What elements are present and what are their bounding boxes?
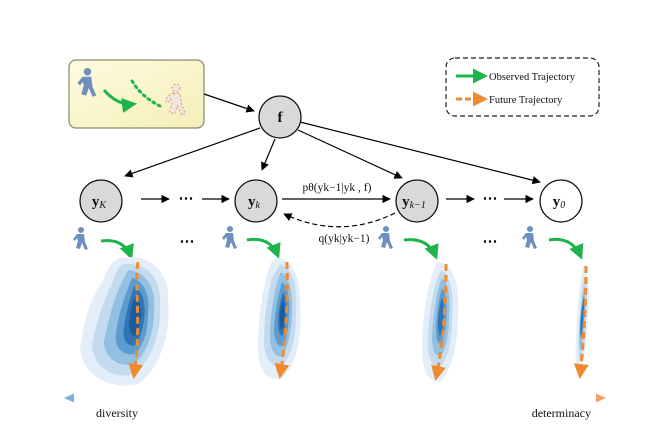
axis-left-label: diversity: [96, 406, 138, 420]
legend-box: [445, 57, 600, 117]
f-to-yk-arrow: [261, 138, 276, 171]
chain-ellipsis-1: ⋯: [179, 191, 194, 207]
node-yK-label: yK: [92, 194, 108, 211]
node-y0-label: y0: [553, 194, 566, 211]
person-icon-4: [522, 226, 537, 249]
row-ellipsis-1: ⋯: [180, 234, 195, 250]
legend-future-label: Future Trajectory: [489, 95, 563, 106]
f-to-y0-arrow: [299, 121, 541, 185]
context-observed-arrow-icon: [102, 88, 137, 113]
node-f: [258, 95, 302, 139]
axis-right-label: determinacy: [532, 406, 591, 420]
person-icon-1: [73, 227, 88, 250]
node-yk1-label: yk−1: [402, 194, 426, 211]
row-ellipsis-2: ⋯: [483, 234, 498, 250]
node-yK: [79, 179, 123, 223]
density-plot-4: [573, 264, 590, 379]
observed-arrow-1: [100, 239, 134, 260]
context-to-f-arrow: [203, 93, 255, 113]
f-to-yK-arrow: [124, 127, 261, 178]
f-to-yk1-arrow: [297, 129, 403, 179]
node-yk1: [395, 179, 439, 223]
node-y0: [539, 179, 583, 223]
backward-transition-label: q(yk|yk−1): [319, 233, 370, 245]
person-icon-2: [222, 226, 237, 249]
node-yk-label: yk: [248, 194, 261, 211]
node-yk: [234, 179, 278, 223]
axis-right-arrowhead-icon: [596, 393, 606, 403]
node-f-label: f: [278, 110, 284, 126]
forward-transition-label: pθ(yk−1|yk , f): [303, 182, 372, 194]
density-plot-1: [80, 257, 169, 386]
observed-arrow-3: [403, 238, 439, 260]
observed-arrow-2: [246, 237, 281, 259]
density-plot-2: [258, 258, 301, 379]
chain-ellipsis-2: ⋯: [483, 191, 498, 207]
legend-observed-label: Observed Trajectory: [489, 72, 576, 83]
context-future-dotted-icon: [129, 77, 162, 108]
person-icon-3: [378, 226, 393, 249]
backward-transition-arrow: [283, 212, 396, 228]
axis-left-arrowhead-icon: [64, 393, 74, 403]
density-plot-3: [422, 262, 459, 382]
observed-arrow-4: [548, 237, 584, 260]
